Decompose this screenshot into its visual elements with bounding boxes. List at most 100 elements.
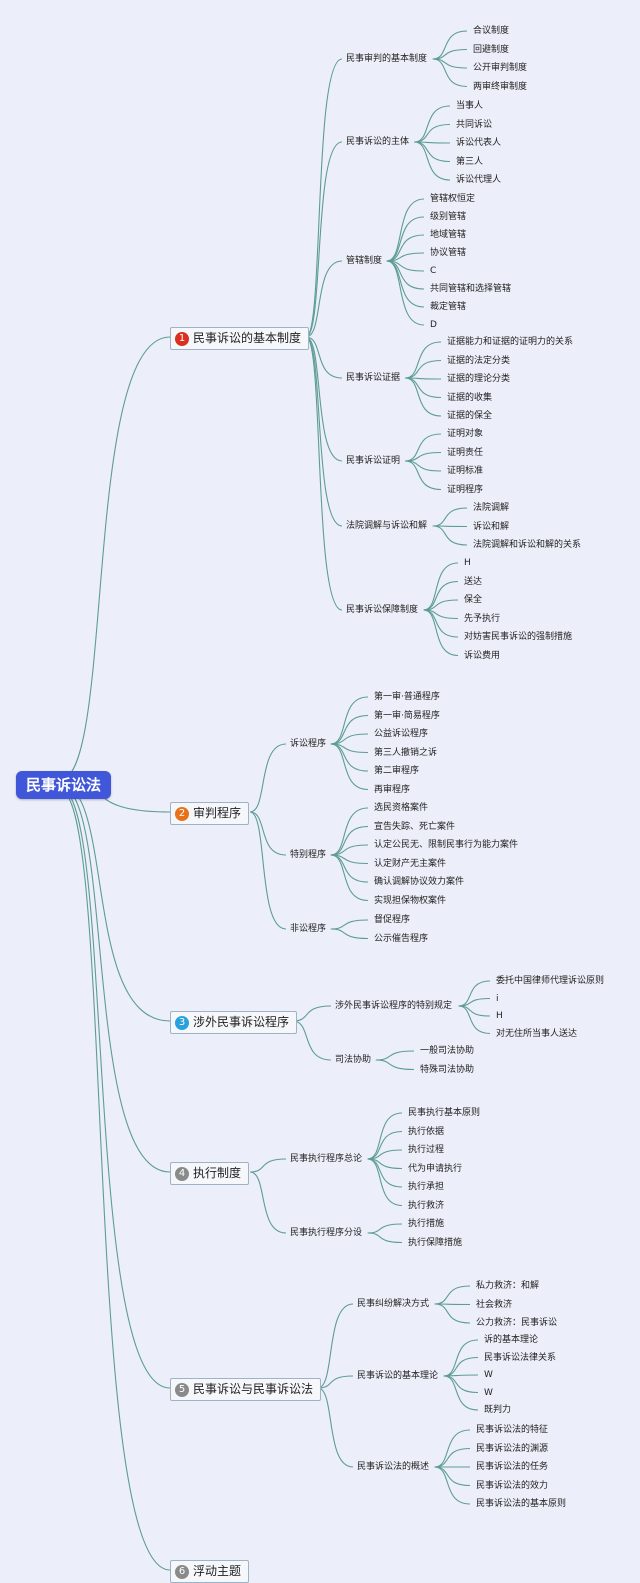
leaf-topic[interactable]: 民事诉讼法的基本原则 <box>476 1499 567 1509</box>
leaf-topic[interactable]: 委托中国律师代理诉讼原则 <box>496 976 605 986</box>
leaf-topic[interactable]: 第一审·简易程序 <box>374 710 440 721</box>
subtopic[interactable]: 民事诉讼证据 <box>346 373 401 383</box>
leaf-topic[interactable]: 对无住所当事人送达 <box>496 1028 578 1039</box>
leaf-topic[interactable]: 共同诉讼 <box>456 119 493 130</box>
subtopic[interactable]: 非讼程序 <box>290 924 327 934</box>
leaf-topic[interactable]: 既判力 <box>484 1405 512 1415</box>
leaf-topic[interactable]: H <box>464 558 471 568</box>
leaf-topic[interactable]: C <box>430 266 437 276</box>
leaf-topic[interactable]: 确认调解协议效力案件 <box>374 877 465 887</box>
leaf-topic[interactable]: 公力救济：民事诉讼 <box>476 1318 558 1328</box>
leaf-topic[interactable]: 公益诉讼程序 <box>374 729 429 739</box>
leaf-topic[interactable]: 证据的理论分类 <box>447 374 511 384</box>
leaf-topic[interactable]: 认定公民无、限制民事行为能力案件 <box>374 840 519 850</box>
leaf-topic[interactable]: 证据的保全 <box>447 411 493 421</box>
leaf-topic[interactable]: 选民资格案件 <box>374 803 429 813</box>
leaf-topic[interactable]: 执行救济 <box>408 1200 445 1211</box>
leaf-topic[interactable]: 民事诉讼法的效力 <box>476 1480 549 1491</box>
leaf-topic[interactable]: 民事诉讼法的特征 <box>476 1425 549 1435</box>
leaf-topic[interactable]: 送达 <box>464 576 483 587</box>
subtopic[interactable]: 民事诉讼的基本理论 <box>357 1371 439 1381</box>
leaf-topic[interactable]: 民事诉讼法的渊源 <box>476 1443 549 1454</box>
leaf-topic[interactable]: 督促程序 <box>374 915 411 925</box>
leaf-topic[interactable]: 再审程序 <box>374 784 411 795</box>
leaf-topic[interactable]: D <box>430 320 437 330</box>
leaf-topic[interactable]: 法院调解 <box>473 503 510 513</box>
leaf-topic[interactable]: 私力救济：和解 <box>476 1281 540 1291</box>
leaf-topic[interactable]: 地域管辖 <box>430 230 467 240</box>
leaf-topic[interactable]: 执行过程 <box>408 1145 445 1155</box>
subtopic[interactable]: 民事审判的基本制度 <box>346 54 428 64</box>
leaf-topic[interactable]: 诉的基本理论 <box>484 1335 539 1345</box>
leaf-topic[interactable]: 证据的收集 <box>447 392 493 403</box>
leaf-topic[interactable]: 诉讼代理人 <box>456 175 502 185</box>
leaf-topic[interactable]: 协议管辖 <box>430 248 467 258</box>
leaf-topic[interactable]: 第三人撤销之诉 <box>374 747 438 758</box>
leaf-topic[interactable]: 证明程序 <box>447 484 484 495</box>
leaf-topic[interactable]: 当事人 <box>456 101 484 111</box>
leaf-topic[interactable]: 诉讼费用 <box>464 650 501 661</box>
subtopic[interactable]: 民事执行程序分设 <box>290 1228 363 1238</box>
leaf-topic[interactable]: i <box>496 993 499 1004</box>
subtopic[interactable]: 民事诉讼保障制度 <box>346 605 419 615</box>
leaf-topic[interactable]: 共同管辖和选择管辖 <box>430 284 512 294</box>
leaf-topic[interactable]: 民事诉讼法律关系 <box>484 1352 557 1363</box>
leaf-topic[interactable]: W <box>484 1387 493 1398</box>
leaf-topic[interactable]: 第二审程序 <box>374 766 420 776</box>
leaf-topic[interactable]: 实现担保物权案件 <box>374 895 447 906</box>
subtopic[interactable]: 民事诉讼证明 <box>346 456 401 466</box>
leaf-topic[interactable]: 裁定管辖 <box>430 302 467 312</box>
leaf-topic[interactable]: 诉讼代表人 <box>456 138 502 148</box>
leaf-topic[interactable]: 认定财产无主案件 <box>374 858 447 869</box>
leaf-topic[interactable]: 执行依据 <box>408 1126 445 1137</box>
leaf-topic[interactable]: 合议制度 <box>473 26 510 36</box>
subtopic[interactable]: 管辖制度 <box>346 256 383 266</box>
leaf-topic[interactable]: 执行措施 <box>408 1219 445 1229</box>
leaf-topic[interactable]: 民事诉讼法的任务 <box>476 1462 549 1472</box>
subtopic[interactable]: 司法协助 <box>335 1055 372 1065</box>
leaf-topic[interactable]: 公示催告程序 <box>374 933 429 944</box>
leaf-topic[interactable]: 先予执行 <box>464 613 501 624</box>
leaf-topic[interactable]: 特殊司法协助 <box>420 1064 475 1075</box>
leaf-topic[interactable]: 两审终审制度 <box>473 81 528 92</box>
subtopic[interactable]: 涉外民事诉讼程序的特别规定 <box>335 1001 453 1011</box>
leaf-topic[interactable]: 法院调解和诉讼和解的关系 <box>473 540 582 550</box>
central-topic[interactable]: 民事诉讼法 <box>16 771 112 799</box>
leaf-topic[interactable]: 对妨害民事诉讼的强制措施 <box>464 632 573 642</box>
leaf-topic[interactable]: 证明责任 <box>447 447 484 458</box>
leaf-topic[interactable]: 级别管辖 <box>430 212 467 222</box>
leaf-topic[interactable]: 管辖权恒定 <box>430 194 476 204</box>
subtopic[interactable]: 法院调解与诉讼和解 <box>346 521 428 531</box>
leaf-topic[interactable]: 代为申请执行 <box>408 1163 463 1174</box>
subtopic[interactable]: 民事执行程序总论 <box>290 1154 363 1164</box>
leaf-topic[interactable]: 诉讼和解 <box>473 521 510 532</box>
leaf-topic[interactable]: 民事执行基本原则 <box>408 1108 481 1118</box>
leaf-topic[interactable]: 证明对象 <box>447 429 484 439</box>
subtopic[interactable]: 民事纠纷解决方式 <box>357 1299 430 1309</box>
leaf-topic[interactable]: 证明标准 <box>447 466 484 476</box>
leaf-topic[interactable]: 回避制度 <box>473 44 510 55</box>
leaf-topic[interactable]: 第三人 <box>456 156 484 167</box>
subtopic[interactable]: 民事诉讼的主体 <box>346 137 410 147</box>
leaf-topic[interactable]: 社会救济 <box>476 1299 513 1310</box>
subtopic[interactable]: 民事诉讼法的概述 <box>357 1462 430 1472</box>
leaf-topic[interactable]: 第一审·普通程序 <box>374 692 440 702</box>
leaf-topic[interactable]: H <box>496 1011 503 1021</box>
leaf-topic[interactable]: 一般司法协助 <box>420 1046 475 1056</box>
leaf-topic[interactable]: 保全 <box>464 595 483 605</box>
leaf-topic[interactable]: W <box>484 1370 493 1380</box>
leaf-topic[interactable]: 证据的法定分类 <box>447 355 511 366</box>
leaf-topic[interactable]: 公开审判制度 <box>473 63 528 73</box>
leaf-topic[interactable]: 宣告失踪、死亡案件 <box>374 821 456 832</box>
leaf-topic[interactable]: 执行承担 <box>408 1182 445 1192</box>
leaf-topic[interactable]: 执行保障措施 <box>408 1237 463 1248</box>
subtopic[interactable]: 特别程序 <box>290 850 327 860</box>
leaf-topic[interactable]: 证据能力和证据的证明力的关系 <box>447 337 574 347</box>
subtopic[interactable]: 诉讼程序 <box>290 739 327 749</box>
